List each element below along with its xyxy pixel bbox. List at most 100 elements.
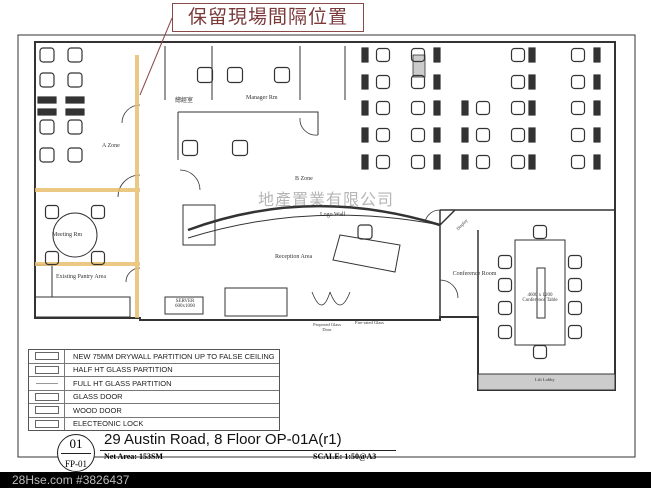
workstation — [433, 47, 441, 63]
chair — [39, 119, 55, 135]
chair — [510, 74, 526, 90]
chair — [497, 300, 513, 316]
workstation — [593, 127, 601, 143]
workstation — [433, 74, 441, 90]
workstation — [361, 127, 369, 143]
glass-door-symbol-icon — [29, 390, 65, 403]
chair — [375, 74, 391, 90]
lock-symbol-icon — [29, 417, 65, 430]
chair — [39, 147, 55, 163]
label-b-zone: B Zone — [295, 176, 313, 182]
chair — [67, 119, 83, 135]
label-glass-door: Proposed Glass Door — [313, 322, 341, 332]
legend-row: ELECTEONIC LOCK — [29, 417, 279, 430]
chair — [67, 47, 83, 63]
workstation — [361, 100, 369, 116]
chair — [375, 47, 391, 63]
chair — [67, 72, 83, 88]
chair — [44, 204, 60, 220]
chair — [497, 277, 513, 293]
drawing-number: 01 — [61, 435, 91, 454]
drawing-scale: SCALE: 1:50@A3 — [313, 452, 377, 461]
chair — [273, 66, 291, 84]
chair — [567, 300, 583, 316]
chair — [510, 127, 526, 143]
chair — [570, 154, 586, 170]
chair — [375, 127, 391, 143]
workstation — [37, 96, 57, 104]
chair — [510, 47, 526, 63]
full-glass-symbol-icon — [29, 377, 65, 390]
chair — [570, 127, 586, 143]
legend-row: GLASS DOOR — [29, 390, 279, 404]
center-watermark: 地產置業有限公司 — [258, 190, 395, 209]
net-area: Net Area: 153SM — [104, 452, 163, 461]
chair — [39, 47, 55, 63]
corner-watermark: 28Hse.com #3826437 — [12, 473, 130, 487]
half-glass-symbol-icon — [29, 363, 65, 376]
chair — [90, 204, 106, 220]
logo-wall — [187, 204, 441, 232]
chair — [226, 66, 244, 84]
chair — [567, 324, 583, 340]
chair — [475, 127, 491, 143]
label-fire-glass: Fire-rated Glass — [355, 320, 384, 325]
chair — [357, 224, 373, 240]
chair — [44, 250, 60, 266]
lift-lobby — [477, 373, 616, 391]
legend-label: ELECTEONIC LOCK — [73, 419, 144, 429]
workstation — [593, 100, 601, 116]
chair — [410, 154, 426, 170]
drawing-frame — [17, 34, 636, 458]
label-conference-table: 4600 x 1200 Conference Table — [522, 293, 558, 303]
workstation — [461, 154, 469, 170]
chair — [567, 254, 583, 270]
label-logo-wall: Logo Wall — [320, 212, 346, 218]
chair — [532, 344, 548, 360]
drawing-number-bubble: 01 FP-01 — [57, 434, 95, 472]
chair — [510, 100, 526, 116]
workstation — [528, 127, 536, 143]
legend-label: HALF HT GLASS PARTITION — [73, 365, 173, 375]
drawing-address: 29 Austin Road, 8 Floor OP-01A(r1) — [104, 431, 342, 448]
workstation — [361, 47, 369, 63]
workstation — [361, 154, 369, 170]
workstation — [528, 100, 536, 116]
workstation — [65, 96, 85, 104]
chair — [410, 47, 426, 63]
workstation — [37, 108, 57, 116]
workstation — [528, 74, 536, 90]
label-small-office: 總經室 — [175, 98, 194, 104]
leader-line — [139, 17, 173, 96]
workstation — [433, 100, 441, 116]
chair — [410, 100, 426, 116]
retain-partition-note: 保留現場間隔位置 — [172, 3, 364, 32]
sheet-number: FP-01 — [64, 459, 87, 469]
chair — [39, 72, 55, 88]
label-reception: Reception Area — [275, 254, 313, 260]
label-manager-rm: Manager Rm — [246, 95, 278, 101]
legend-label: FULL HT GLASS PARTITION — [73, 378, 172, 388]
label-pantry: Existing Pantry Area — [56, 274, 106, 280]
wood-door-symbol-icon — [29, 404, 65, 417]
workstation — [433, 154, 441, 170]
workstation — [65, 108, 85, 116]
title-underline — [100, 450, 396, 451]
chair — [532, 224, 548, 240]
chair — [570, 74, 586, 90]
legend-row: NEW 75MM DRYWALL PARTITION up to false c… — [29, 350, 279, 364]
chair — [497, 254, 513, 270]
chair — [90, 250, 106, 266]
label-lift-lobby: Lift Lobby — [535, 377, 555, 382]
chair — [567, 277, 583, 293]
workstation — [433, 127, 441, 143]
legend-row: WOOD DOOR — [29, 404, 279, 418]
legend-label: WOOD DOOR — [73, 405, 122, 415]
label-a-zone: A Zone — [102, 143, 120, 149]
legend-row: HALF HT GLASS PARTITION — [29, 363, 279, 377]
bottom-black-band — [0, 472, 651, 488]
chair — [410, 74, 426, 90]
workstation — [461, 100, 469, 116]
chair — [510, 154, 526, 170]
